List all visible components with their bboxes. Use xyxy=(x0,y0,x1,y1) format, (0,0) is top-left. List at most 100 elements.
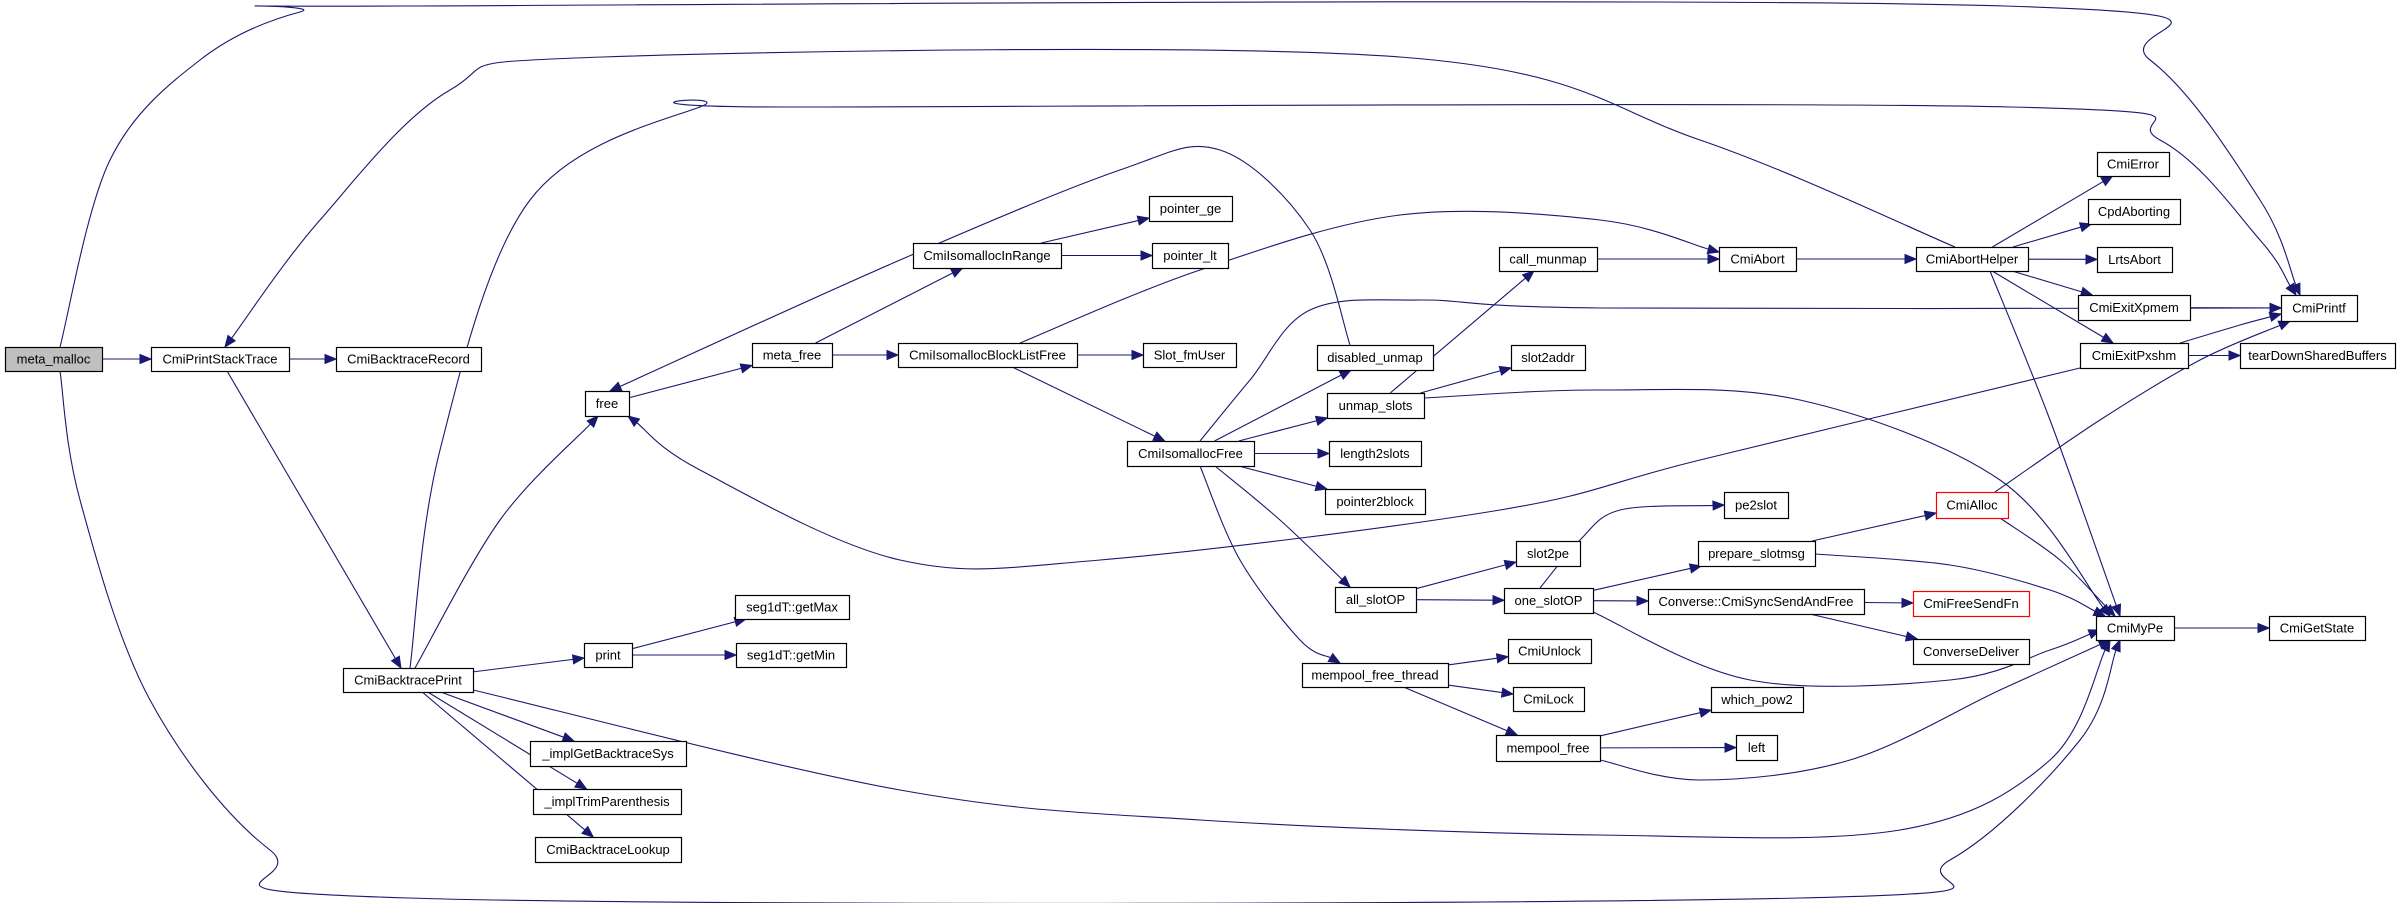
node-cmiexitpxshm[interactable]: CmiExitPxshm xyxy=(2079,342,2190,370)
node-box[interactable] xyxy=(1324,488,1427,516)
node-box[interactable] xyxy=(2096,151,2171,178)
node-box[interactable] xyxy=(1503,587,1595,615)
node-box[interactable] xyxy=(335,346,483,373)
node-slot-fmuser[interactable]: Slot_fmUser xyxy=(1142,342,1238,369)
node-cmiprintf[interactable]: CmiPrintf xyxy=(2280,294,2359,323)
node-cmiisomallocfree[interactable]: CmiIsomallocFree xyxy=(1126,440,1256,468)
node-box[interactable] xyxy=(1697,540,1817,568)
node-box[interactable] xyxy=(1710,686,1805,714)
node-box[interactable] xyxy=(2280,294,2359,323)
node-box[interactable] xyxy=(2087,198,2182,226)
node-prepare-slotmsg[interactable]: prepare_slotmsg xyxy=(1697,540,1817,568)
node-box[interactable] xyxy=(912,242,1063,270)
node-converse-cmisyncsendandfree[interactable]: Converse::CmiSyncSendAndFree xyxy=(1647,588,1866,616)
node-slot2addr[interactable]: slot2addr xyxy=(1510,344,1587,372)
node-box[interactable] xyxy=(2268,615,2367,642)
node-teardownsharedbuffers[interactable]: tearDownSharedBuffers xyxy=(2239,342,2397,370)
node-box[interactable] xyxy=(1142,342,1238,369)
node-cmibacktracelookup[interactable]: CmiBacktraceLookup xyxy=(534,836,683,864)
node-pointer2block[interactable]: pointer2block xyxy=(1324,488,1427,516)
node-all-slotop[interactable]: all_slotOP xyxy=(1334,586,1418,614)
node-length2slots[interactable]: length2slots xyxy=(1328,440,1423,468)
node-box[interactable] xyxy=(2239,342,2397,370)
node-box[interactable] xyxy=(1512,686,1586,713)
node-box[interactable] xyxy=(1328,440,1423,468)
node-box[interactable] xyxy=(529,740,688,768)
node-cmiprintstacktrace[interactable]: CmiPrintStackTrace xyxy=(150,346,291,373)
node-impltrimparenthesis[interactable]: _implTrimParenthesis xyxy=(532,788,683,816)
node-box[interactable] xyxy=(751,342,834,369)
node-call-munmap[interactable]: call_munmap xyxy=(1498,246,1599,273)
node-cmigetstate[interactable]: CmiGetState xyxy=(2268,615,2367,642)
node-free[interactable]: free xyxy=(584,390,631,418)
node-cmibacktraceprint[interactable]: CmiBacktracePrint xyxy=(342,667,475,694)
node-box[interactable] xyxy=(1515,540,1582,568)
node-box[interactable] xyxy=(1326,392,1426,420)
node-pe2slot[interactable]: pe2slot xyxy=(1723,491,1790,520)
node-box[interactable] xyxy=(1935,491,2010,520)
node-box[interactable] xyxy=(532,788,683,816)
node-disabled-unmap[interactable]: disabled_unmap xyxy=(1316,344,1435,372)
node-pointer-lt[interactable]: pointer_lt xyxy=(1151,242,1230,270)
node-meta-free[interactable]: meta_free xyxy=(751,342,834,369)
node-cmiisomallocblocklistfree[interactable]: CmiIsomallocBlockListFree xyxy=(897,342,1079,369)
node-cmiunlock[interactable]: CmiUnlock xyxy=(1507,638,1593,665)
node-cmiaborthelper[interactable]: CmiAbortHelper xyxy=(1915,246,2030,273)
node-box[interactable] xyxy=(534,836,683,864)
node-cmiexitxpmem[interactable]: CmiExitXpmem xyxy=(2077,294,2192,322)
node-box[interactable] xyxy=(1912,638,2031,666)
node-mempool-free[interactable]: mempool_free xyxy=(1495,734,1602,763)
node-meta-malloc[interactable]: meta_malloc xyxy=(4,346,104,373)
node-box[interactable] xyxy=(342,667,475,694)
node-one-slotop[interactable]: one_slotOP xyxy=(1503,587,1595,615)
node-box[interactable] xyxy=(1718,246,1798,273)
node-cmialloc[interactable]: CmiAlloc xyxy=(1935,491,2010,520)
node-box[interactable] xyxy=(1507,638,1593,665)
node-box[interactable] xyxy=(1735,734,1779,762)
node-cmilock[interactable]: CmiLock xyxy=(1512,686,1586,713)
node-cpdaborting[interactable]: CpdAborting xyxy=(2087,198,2182,226)
node-implgetbacktracesys[interactable]: _implGetBacktraceSys xyxy=(529,740,688,768)
node-box[interactable] xyxy=(2077,294,2192,322)
node-box[interactable] xyxy=(1126,440,1256,468)
node-box[interactable] xyxy=(734,594,851,621)
node-cmierror[interactable]: CmiError xyxy=(2096,151,2171,178)
node-box[interactable] xyxy=(2096,246,2174,274)
node-box[interactable] xyxy=(735,642,848,669)
node-box[interactable] xyxy=(1647,588,1866,616)
node-cmifreesendfn[interactable]: CmiFreeSendFn xyxy=(1912,590,2031,618)
node-box[interactable] xyxy=(2079,342,2190,370)
node-box[interactable] xyxy=(583,642,634,669)
node-box[interactable] xyxy=(1510,344,1587,372)
node-box[interactable] xyxy=(1912,590,2031,618)
node-box[interactable] xyxy=(4,346,104,373)
node-print[interactable]: print xyxy=(583,642,634,669)
node-left[interactable]: left xyxy=(1735,734,1779,762)
node-slot2pe[interactable]: slot2pe xyxy=(1515,540,1582,568)
node-box[interactable] xyxy=(1495,734,1602,763)
node-box[interactable] xyxy=(1334,586,1418,614)
node-box[interactable] xyxy=(1915,246,2030,273)
node-box[interactable] xyxy=(1723,491,1790,520)
node-box[interactable] xyxy=(2095,615,2176,642)
node-box[interactable] xyxy=(1498,246,1599,273)
node-which-pow2[interactable]: which_pow2 xyxy=(1710,686,1805,714)
node-box[interactable] xyxy=(1316,344,1435,372)
node-box[interactable] xyxy=(1301,662,1450,689)
node-box[interactable] xyxy=(584,390,631,418)
node-conversedeliver[interactable]: ConverseDeliver xyxy=(1912,638,2031,666)
node-box[interactable] xyxy=(897,342,1079,369)
node-unmap-slots[interactable]: unmap_slots xyxy=(1326,392,1426,420)
node-box[interactable] xyxy=(1148,195,1234,223)
node-mempool-free-thread[interactable]: mempool_free_thread xyxy=(1301,662,1450,689)
node-seg1dt-getmin[interactable]: seg1dT::getMin xyxy=(735,642,848,669)
node-cmimype[interactable]: CmiMyPe xyxy=(2095,615,2176,642)
node-pointer-ge[interactable]: pointer_ge xyxy=(1148,195,1234,223)
node-box[interactable] xyxy=(1151,242,1230,270)
node-cmiabort[interactable]: CmiAbort xyxy=(1718,246,1798,273)
node-cmibacktracerecord[interactable]: CmiBacktraceRecord xyxy=(335,346,483,373)
node-lrtsabort[interactable]: LrtsAbort xyxy=(2096,246,2174,274)
node-box[interactable] xyxy=(150,346,291,373)
node-seg1dt-getmax[interactable]: seg1dT::getMax xyxy=(734,594,851,621)
node-cmiisomallocinrange[interactable]: CmiIsomallocInRange xyxy=(912,242,1063,270)
